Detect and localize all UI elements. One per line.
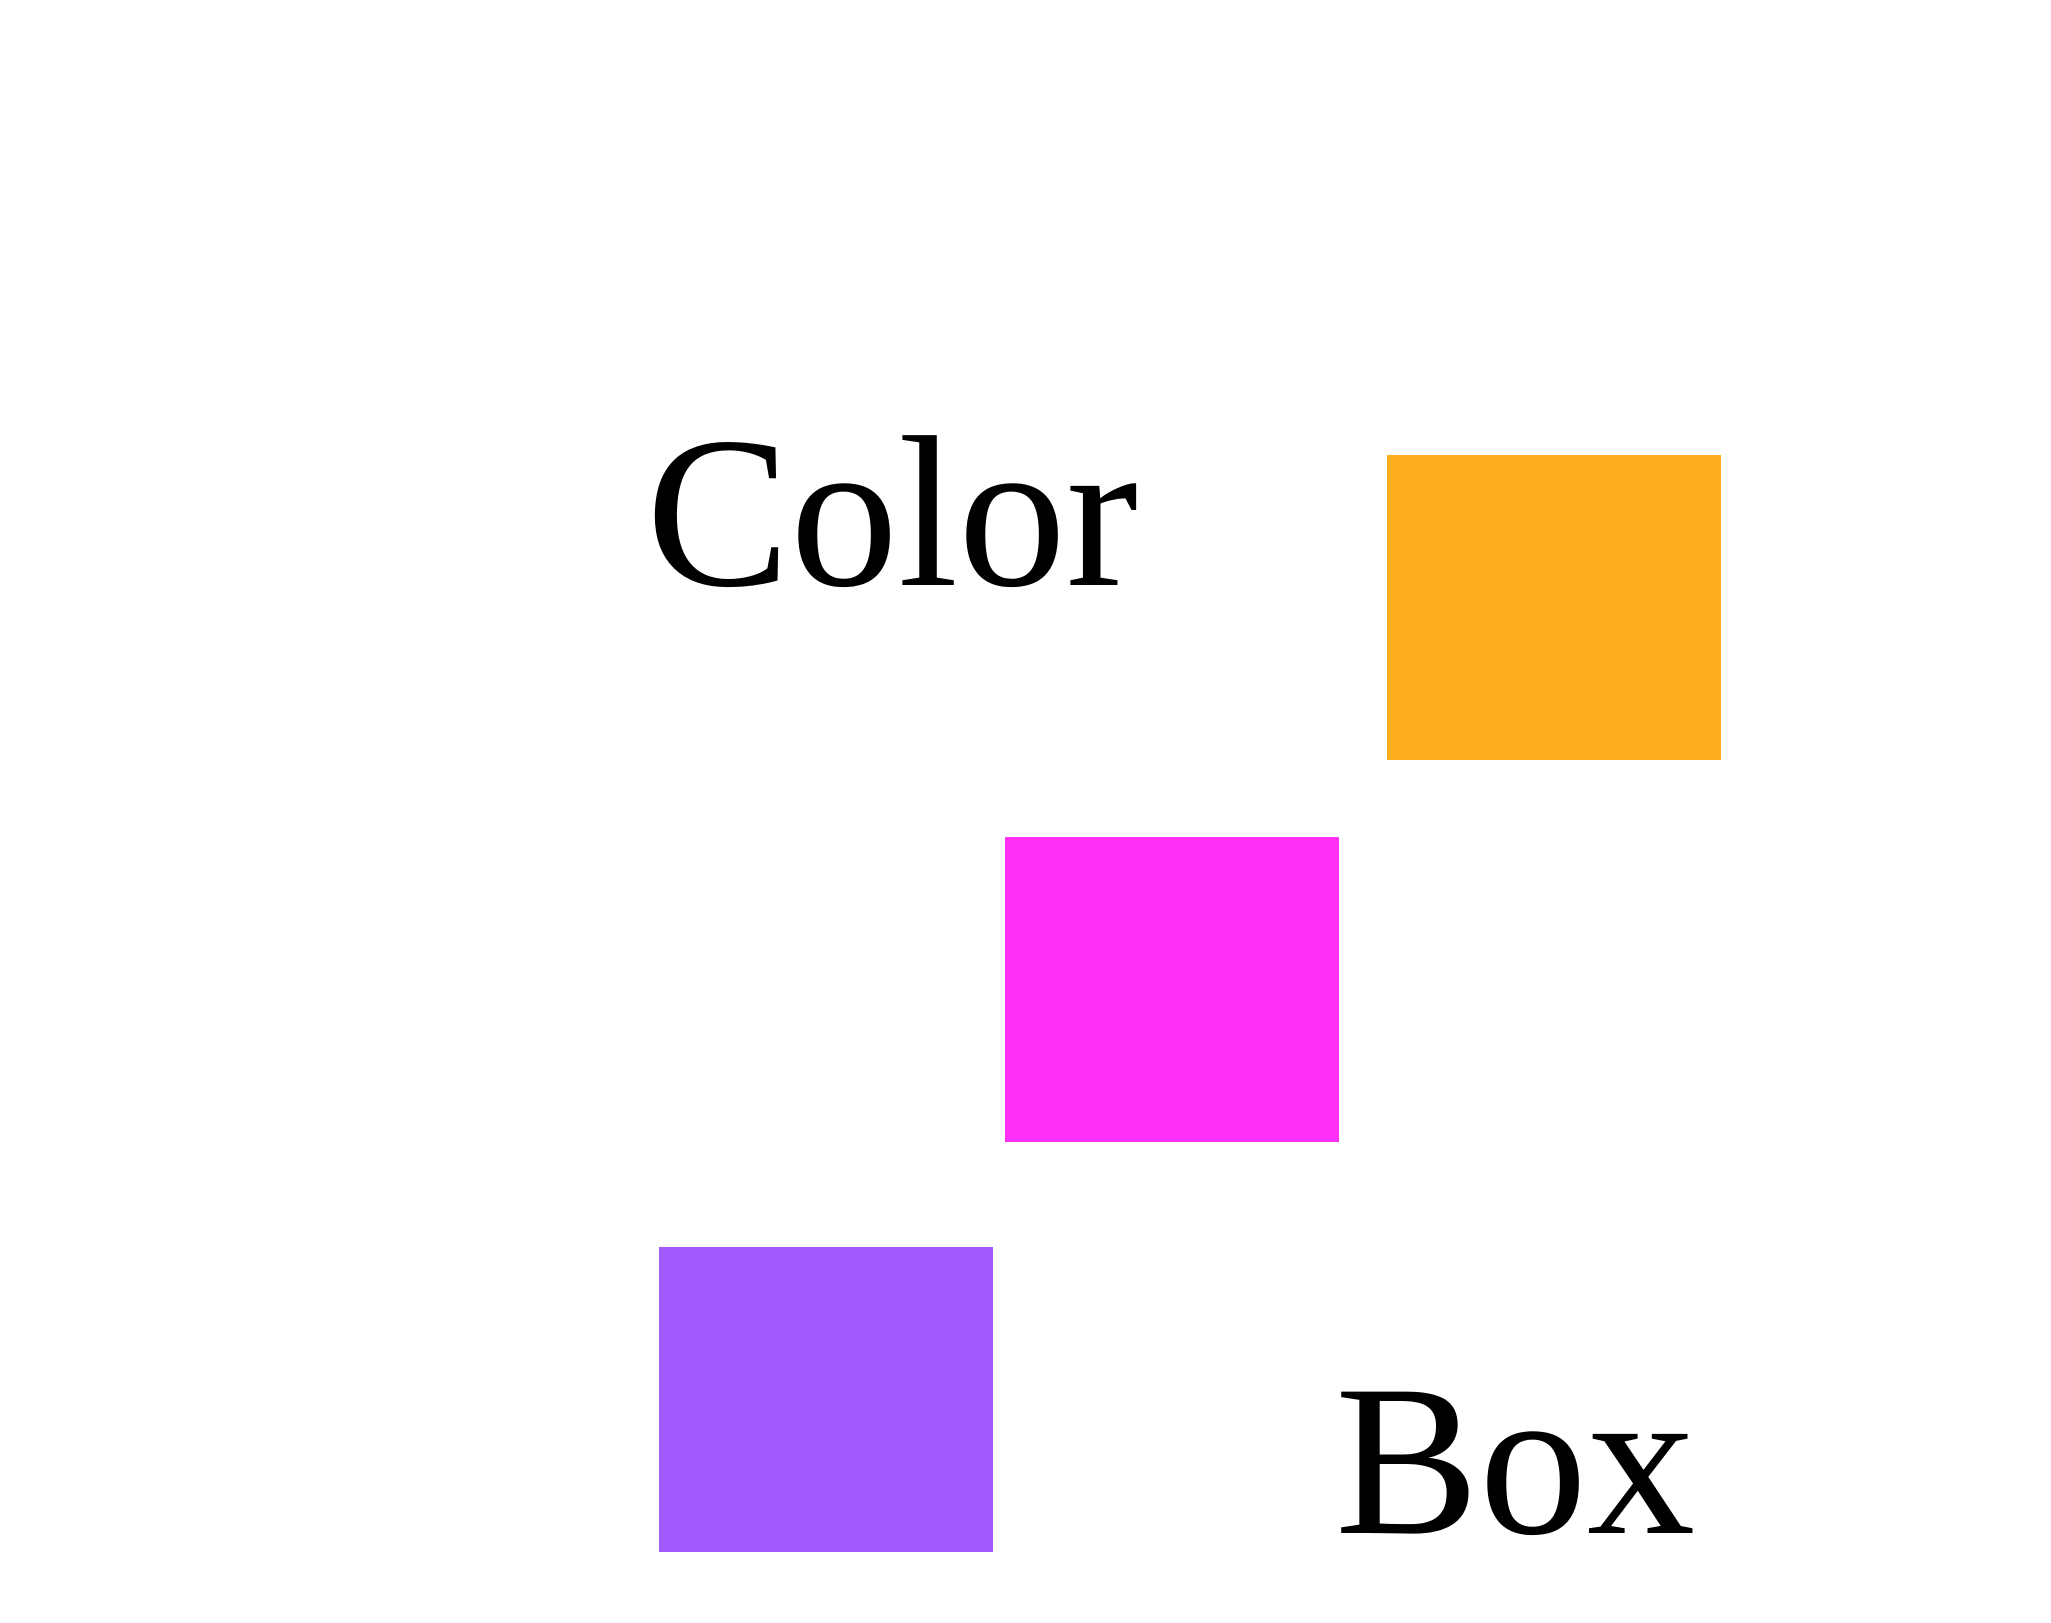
purple-swatch (659, 1247, 993, 1552)
orange-swatch (1387, 455, 1721, 760)
color-word-label: Color (646, 393, 1139, 632)
magenta-swatch (1005, 837, 1339, 1142)
box-word-label: Box (1335, 1341, 1696, 1580)
